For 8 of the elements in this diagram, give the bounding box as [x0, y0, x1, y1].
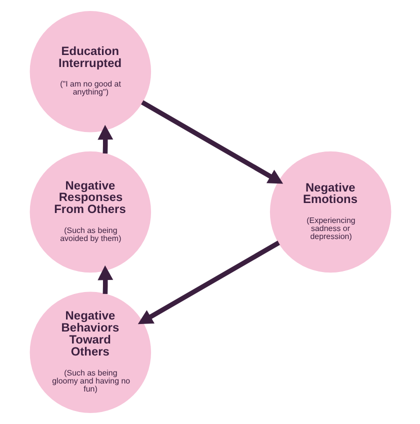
node-circle: Negative Responses From Others (Such as being avoided by them): [29, 151, 151, 273]
node-circle: Negative Behaviors Toward Others (Such as being gloomy and having no fun): [29, 292, 151, 414]
arrow: [137, 240, 280, 324]
arrow: [97, 265, 113, 294]
arrow: [140, 100, 283, 184]
arrow: [97, 124, 113, 154]
node-circle: Negative Emotions (Experiencing sadness or depression): [269, 151, 391, 273]
node-circle: Education Interrupted ("I am no good at anything"): [29, 10, 151, 132]
